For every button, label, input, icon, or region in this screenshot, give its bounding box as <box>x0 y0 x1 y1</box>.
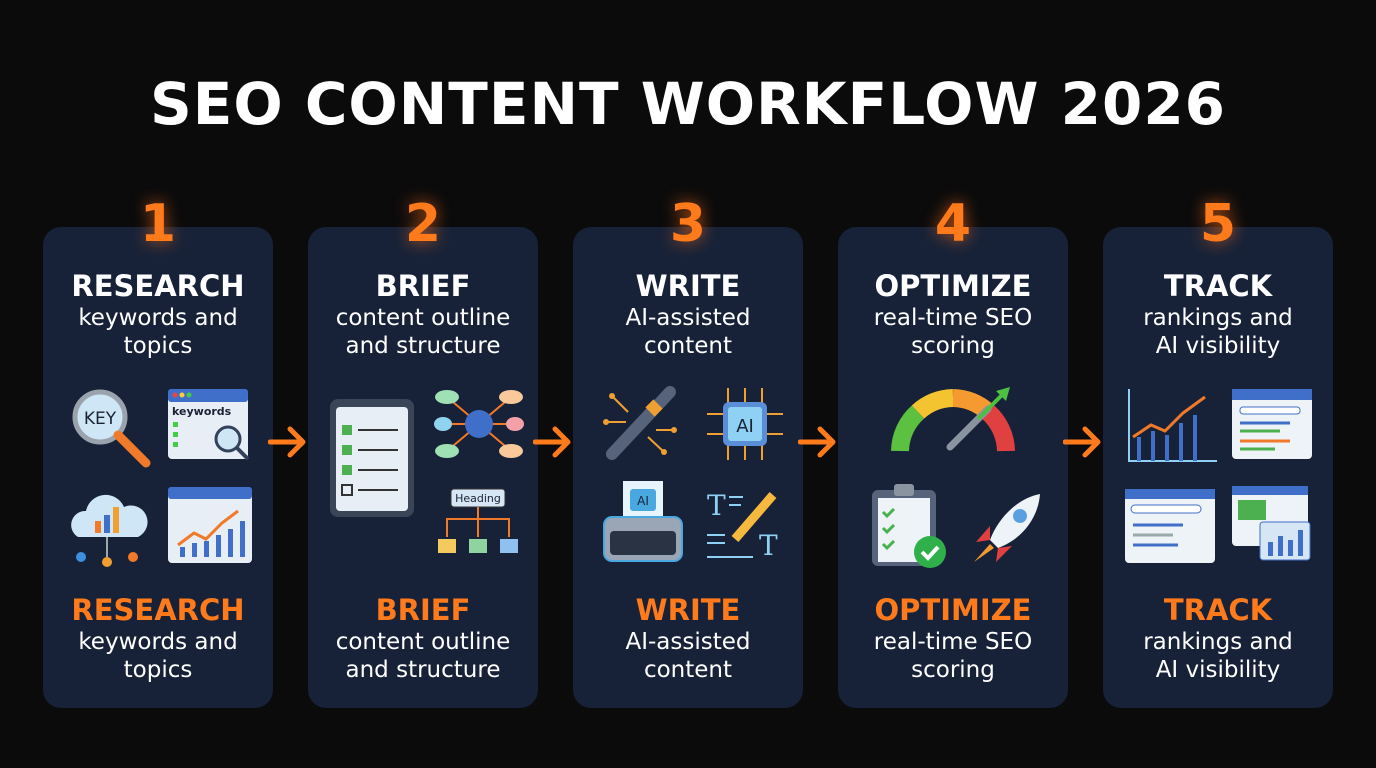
ai-chip-icon: AI <box>707 388 783 460</box>
step-title-bottom: WRITE <box>635 593 741 627</box>
ranking-chart-icon <box>1128 389 1217 462</box>
svg-text:Heading: Heading <box>455 492 501 505</box>
step-title-bottom: RESEARCH <box>71 593 245 627</box>
step-number-4: 4 <box>934 194 972 254</box>
text-edit-pencil-icon: TT <box>707 489 778 562</box>
growth-chart-browser-icon <box>168 487 252 563</box>
svg-text:AI: AI <box>736 416 754 437</box>
search-browser-icon <box>1125 489 1215 563</box>
keywords-browser-icon: keywords <box>168 389 250 461</box>
arrow-right-icon <box>268 426 306 458</box>
mind-map-icon <box>434 390 524 458</box>
checklist-clipboard-icon <box>330 399 414 517</box>
svg-text:keywords: keywords <box>172 405 232 418</box>
step-title: WRITE <box>635 269 741 303</box>
step-title-bottom: BRIEF <box>375 593 471 627</box>
step-title-bottom: OPTIMIZE <box>874 593 1032 627</box>
step-title: RESEARCH <box>71 269 245 303</box>
approved-checklist-icon <box>872 484 946 568</box>
arrow-right-icon <box>798 426 836 458</box>
arrow-right-icon <box>1063 426 1101 458</box>
step-title: OPTIMIZE <box>874 269 1032 303</box>
search-results-icon <box>1232 389 1312 459</box>
step-number-1: 1 <box>139 194 177 254</box>
analytics-dashboard-icon <box>1232 486 1311 561</box>
arrow-right-icon <box>533 426 571 458</box>
cloud-analytics-icon <box>71 494 148 567</box>
ai-typewriter-icon: AI <box>603 481 683 562</box>
step-number-2: 2 <box>404 194 442 254</box>
step-title-bottom: TRACK <box>1163 593 1273 627</box>
step-number-5: 5 <box>1199 194 1237 254</box>
circuit-pen-icon <box>603 386 677 460</box>
page-title: SEO CONTENT WORKFLOW 2026 <box>149 70 1227 138</box>
step-title: TRACK <box>1163 269 1273 303</box>
step-number-3: 3 <box>669 194 707 254</box>
step-title: BRIEF <box>375 269 471 303</box>
heading-hierarchy-icon: Heading <box>438 488 518 553</box>
magnifier-key-icon: KEY <box>72 389 151 468</box>
score-gauge-icon <box>891 387 1015 452</box>
rocket-icon <box>974 494 1040 562</box>
svg-text:T: T <box>759 529 778 562</box>
svg-text:AI: AI <box>637 494 649 508</box>
svg-text:T: T <box>707 489 726 522</box>
svg-text:KEY: KEY <box>84 409 117 429</box>
